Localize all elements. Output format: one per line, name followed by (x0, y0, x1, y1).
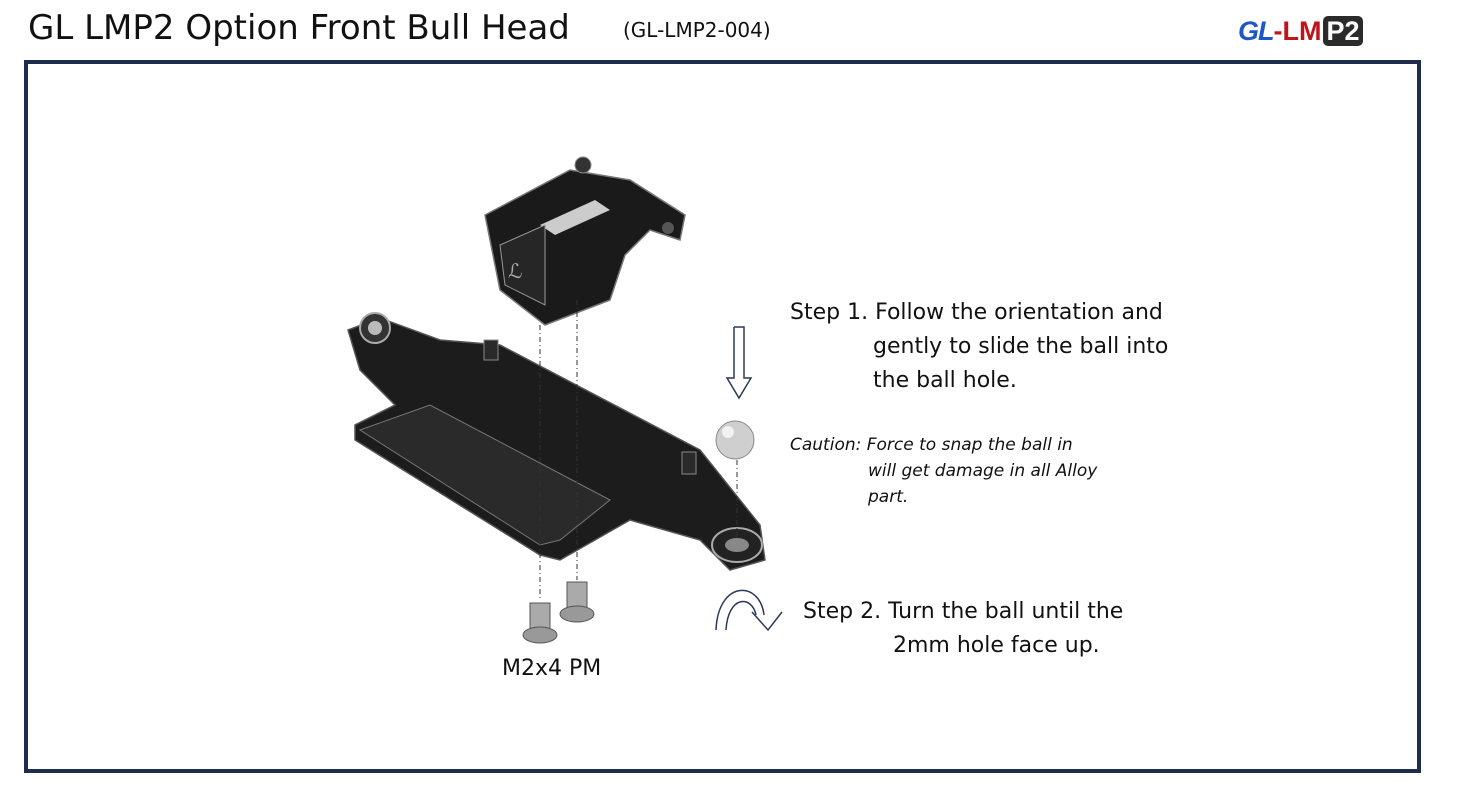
caution-line3: part. (868, 487, 909, 507)
logo-lm: LM (1282, 16, 1322, 46)
bull-head-part: ℒ (484, 156, 686, 326)
down-arrow-icon (725, 326, 753, 400)
step1-line1: Step 1. Follow the orientation and (790, 300, 1163, 325)
logo-gl: GL (1238, 16, 1274, 46)
step2-line1: Step 2. Turn the ball until the (803, 599, 1124, 624)
logo-dash: - (1273, 16, 1283, 46)
step1-line2: gently to slide the ball into (873, 334, 1169, 359)
svg-text:ℒ: ℒ (508, 259, 522, 283)
screw-icon (522, 581, 595, 644)
caution-line1: Caution: Force to snap the ball in (790, 435, 1073, 455)
rotate-arrow-icon (715, 589, 783, 632)
step2-line2: 2mm hole face up. (893, 633, 1100, 658)
step1-line3: the ball hole. (873, 368, 1017, 393)
guide-lines (539, 300, 738, 600)
diagram-frame (24, 60, 1421, 773)
ball-part (715, 420, 755, 460)
part-number: (GL-LMP2-004) (623, 18, 771, 42)
screw-label: M2x4 PM (502, 656, 602, 681)
chassis-plate (347, 312, 766, 571)
caution-line2: will get damage in all Alloy (868, 461, 1098, 481)
page-title: GL LMP2 Option Front Bull Head (28, 8, 570, 48)
logo-p2: P2 (1323, 16, 1363, 46)
